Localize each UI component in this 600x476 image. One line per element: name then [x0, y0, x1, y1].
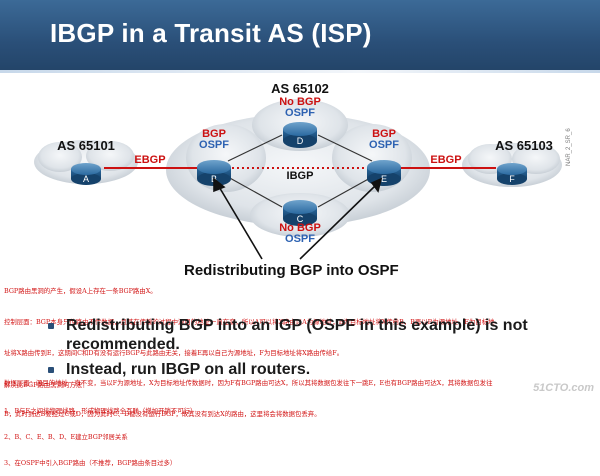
watermark-logo: 51CTO.com: [533, 382, 594, 394]
router-d-label: D: [297, 136, 304, 146]
title-divider: [0, 70, 600, 73]
as-65101-label: AS 65101: [57, 138, 115, 153]
bullet-marker: [48, 367, 54, 373]
no-bgp-bottom-label: No BGP: [279, 222, 321, 234]
callout-text: Redistributing BGP into OSPF: [184, 262, 399, 279]
router-c-label: C: [297, 214, 304, 224]
router-d: D: [283, 122, 317, 148]
ospf-bottom-label: OSPF: [285, 233, 315, 245]
ebgp-right-label: EBGP: [430, 154, 461, 166]
router-e-label: E: [381, 174, 387, 184]
ebgp-left-label: EBGP: [134, 154, 165, 166]
no-bgp-top-label: No BGP: [279, 96, 321, 108]
note-line: 数据层面：源目的地址一直不变，当以F为源地址，X为目标地址传数据时，因为F有BG…: [4, 379, 493, 388]
bullet-text: Redistributing BGP into an IGP (OSPF in …: [66, 317, 528, 353]
ospf-top-label: OSPF: [285, 107, 315, 119]
router-f-label: F: [509, 174, 515, 184]
note-line: BGP路由黑洞的产生，假设A上存在一条BGP路由X。: [4, 287, 157, 296]
link-c-e: [317, 176, 373, 208]
bottom-red-notes: 解决此BGP路由黑洞的方法： 1、B与E之间接物理线路，形成物理线路全互联（增加…: [4, 364, 196, 476]
bullet-text: Instead, run IBGP on all routers.: [66, 361, 311, 378]
note-line: 解决此BGP路由黑洞的方法：: [4, 381, 89, 390]
as-65103-label: AS 65103: [495, 138, 553, 153]
bgp-left-label: BGP: [202, 128, 226, 140]
router-a-label: A: [83, 174, 89, 184]
note-line: 址将X路由传到E，这期间C和D有没有运行BGP与此路由无关，接着E再以自己为源地…: [4, 348, 344, 357]
bullet-item: Redistributing BGP into an IGP (OSPF in …: [48, 316, 588, 354]
link-d-e: [317, 134, 373, 162]
callout-arrows: [213, 177, 383, 260]
ospf-right-label: OSPF: [369, 139, 399, 151]
router-f: F: [497, 163, 527, 185]
router-c: C: [283, 200, 317, 226]
link-b-c: [227, 176, 283, 208]
bullet-marker: [48, 323, 54, 329]
slide-title: IBGP in a Transit AS (ISP): [50, 18, 372, 48]
note-line: 3、在OSPF中引入BGP路由（不推荐，BGP路由条目过多）: [4, 458, 177, 467]
note-line: 2、B、C、E、B、D、E建立BGP邻居关系: [4, 432, 128, 441]
network-diagram: A B D C E F AS 65101 AS 65102 AS 65103 N…: [34, 81, 562, 260]
as-65102-label: AS 65102: [271, 81, 329, 96]
link-b-d: [227, 134, 283, 162]
router-a: A: [71, 163, 101, 185]
bgp-right-label: BGP: [372, 128, 396, 140]
note-line: 1、B与E之间接物理线路，形成物理线路全互联（增加开销不可行）: [4, 406, 197, 415]
ospf-left-label: OSPF: [199, 139, 229, 151]
cloud-as-65101: [34, 140, 138, 184]
note-line: 控制层面：BGP本身只传路由不传数据，且其在传输的过程中源目的地址一直在变，所以…: [4, 318, 495, 327]
diagram-code: NAR_2_SR_6: [566, 128, 572, 166]
ibgp-label: IBGP: [287, 170, 314, 182]
bullet-item: Instead, run IBGP on all routers.: [48, 360, 588, 379]
bullet-list: Redistributing BGP into an IGP (OSPF in …: [48, 316, 588, 385]
title-bar: IBGP in a Transit AS (ISP): [0, 0, 600, 72]
